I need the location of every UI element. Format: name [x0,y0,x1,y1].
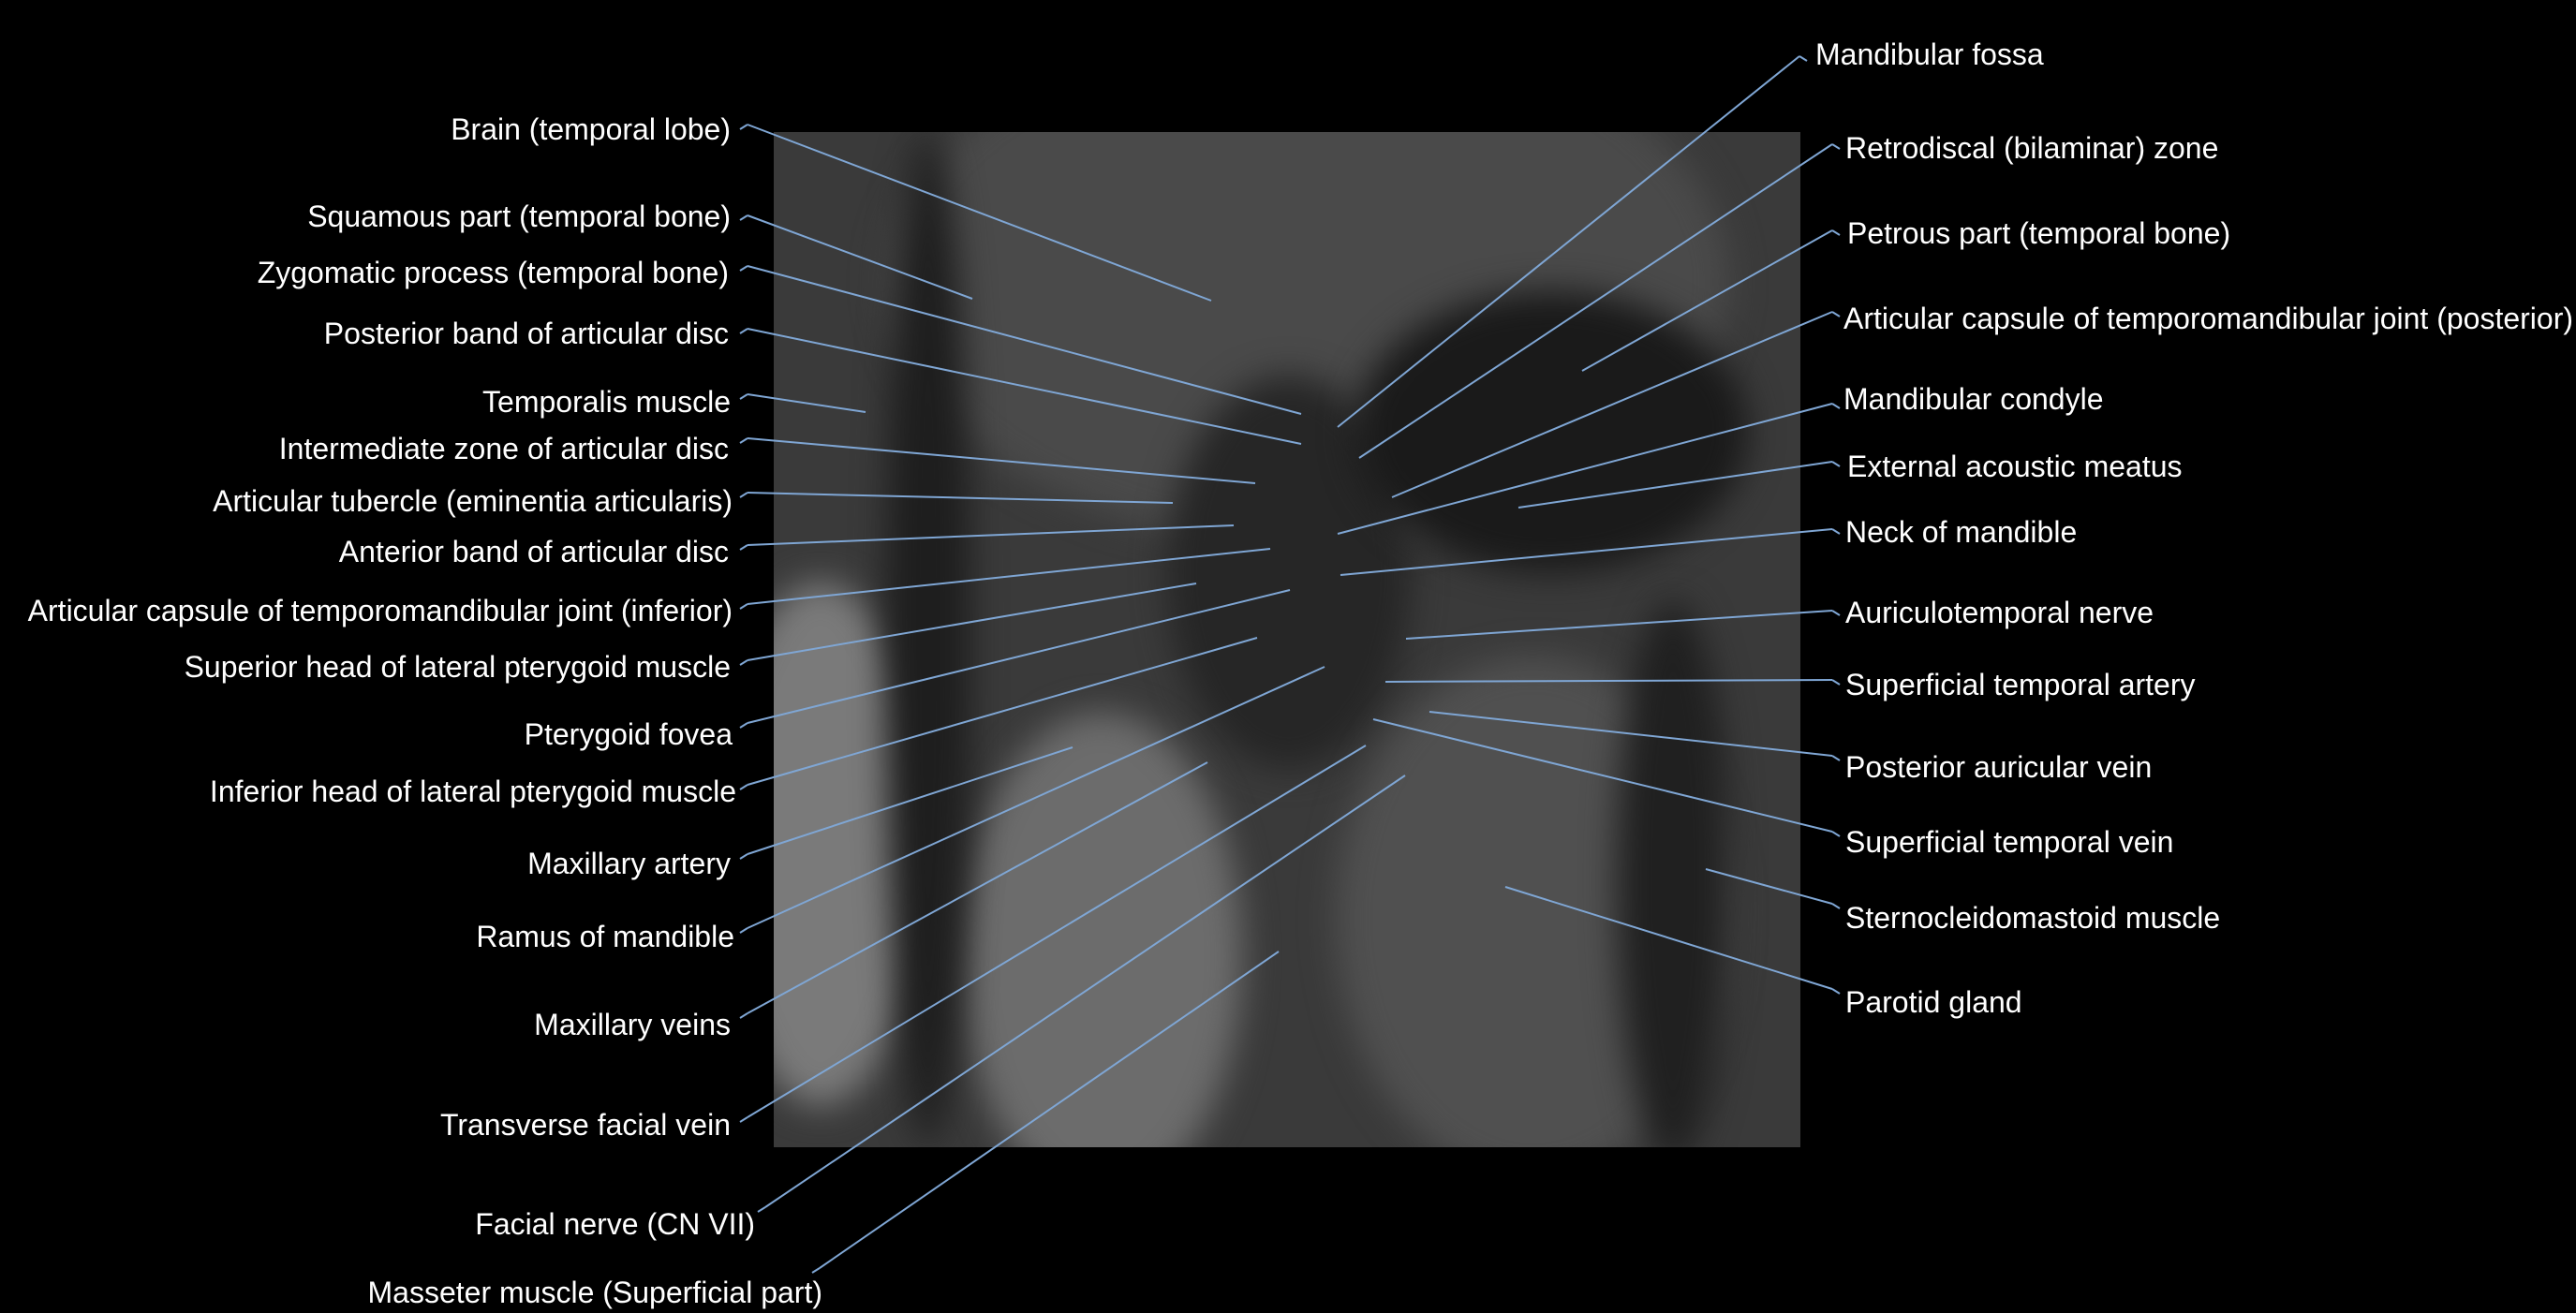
leader-line-right-10 [1372,718,1833,833]
leader-line-left-3 [747,328,1302,445]
leader-hook-left-17 [811,1267,821,1274]
label-left-6: Articular tubercle (eminentia articulari… [213,484,733,518]
leader-hook-left-1 [739,214,748,221]
leader-line-left-2 [747,265,1302,415]
leader-hook-right-2 [1831,229,1841,236]
leader-hook-right-7 [1831,610,1841,616]
leader-hook-right-12 [1831,988,1841,995]
leader-line-left-11 [747,637,1258,786]
leader-line-right-9 [1429,711,1833,757]
leader-hook-left-0 [739,124,748,130]
label-right-5: External acoustic meatus [1847,450,2183,483]
leader-hook-right-9 [1831,755,1841,761]
label-left-10: Pterygoid fovea [524,717,733,751]
label-left-13: Ramus of mandible [476,920,734,953]
label-right-0: Mandibular fossa [1815,37,2044,71]
leader-line-right-1 [1358,143,1833,459]
leader-line-right-2 [1581,229,1833,372]
leader-hook-right-3 [1831,311,1841,317]
leader-hook-left-8 [739,603,748,610]
leader-line-right-8 [1384,679,1833,683]
scm-dark-band [1617,600,1729,1147]
leader-hook-left-4 [739,393,748,400]
label-left-11: Inferior head of lateral pterygoid muscl… [209,775,736,808]
label-right-11: Sternocleidomastoid muscle [1845,901,2221,935]
label-left-12: Maxillary artery [527,847,731,880]
label-right-10: Superficial temporal vein [1845,825,2174,859]
leader-hook-right-8 [1831,679,1841,686]
leader-hook-left-11 [739,784,748,790]
leader-line-right-4 [1337,403,1833,535]
label-left-15: Transverse facial vein [439,1108,731,1142]
label-left-17: Masseter muscle (Superficial part) [367,1276,822,1309]
leader-hook-left-2 [739,265,748,272]
leader-hook-right-11 [1831,903,1841,909]
leader-hook-left-5 [739,437,748,444]
leader-line-right-0 [1337,55,1800,428]
leader-line-left-5 [747,437,1256,484]
leader-line-left-13 [747,666,1325,929]
leader-hook-right-0 [1799,55,1808,62]
leader-line-left-17 [819,951,1280,1269]
leader-hook-left-12 [739,853,748,860]
leader-line-left-16 [764,775,1406,1208]
label-right-9: Posterior auricular vein [1845,750,2153,784]
leader-hook-left-13 [739,927,748,934]
leader-hook-right-5 [1831,461,1841,467]
leader-hook-left-15 [739,1116,748,1123]
leader-line-left-15 [747,745,1367,1118]
label-left-4: Temporalis muscle [482,385,731,419]
left-dark-band [886,132,970,1147]
label-left-2: Zygomatic process (temporal bone) [257,256,729,289]
leader-hook-left-7 [739,544,748,551]
label-right-8: Superficial temporal artery [1845,668,2196,701]
label-right-3: Articular capsule of temporomandibular j… [1843,302,2574,335]
label-right-2: Petrous part (temporal bone) [1847,216,2231,250]
ramus-bright-region [961,713,1242,1147]
leader-hook-left-6 [739,492,748,498]
leader-hook-left-16 [757,1206,766,1213]
leader-hook-right-6 [1831,528,1841,535]
leader-hook-left-14 [739,1012,748,1019]
label-left-0: Brain (temporal lobe) [451,112,731,146]
leader-line-left-12 [747,746,1073,855]
label-left-8: Articular capsule of temporomandibular j… [27,594,733,627]
ear-dark-region [1355,291,1748,572]
leader-hook-right-10 [1831,831,1841,837]
leader-line-left-6 [747,492,1174,504]
leader-line-left-4 [747,393,866,413]
leader-line-right-3 [1391,311,1833,498]
leader-hook-right-1 [1831,143,1841,150]
label-left-9: Superior head of lateral pterygoid muscl… [184,650,731,684]
mri-image [774,132,1800,1147]
label-left-3: Posterior band of articular disc [323,317,729,350]
label-right-6: Neck of mandible [1845,515,2078,549]
label-right-4: Mandibular condyle [1843,382,2104,416]
leader-line-right-11 [1705,868,1833,905]
leader-line-right-6 [1340,528,1833,576]
leader-line-right-12 [1504,886,1833,990]
leader-line-left-10 [747,589,1291,724]
leader-line-left-8 [747,548,1271,605]
leader-line-left-14 [747,761,1208,1014]
label-left-5: Intermediate zone of articular disc [278,432,729,465]
leader-line-right-5 [1517,461,1833,509]
leader-line-left-7 [747,524,1235,546]
leader-hook-right-4 [1831,403,1841,409]
label-left-7: Anterior band of articular disc [338,535,729,568]
label-right-7: Auriculotemporal nerve [1845,596,2154,629]
leader-hook-left-9 [739,659,748,666]
leader-hook-left-3 [739,328,748,334]
leader-line-left-9 [747,583,1197,661]
label-right-1: Retrodiscal (bilaminar) zone [1845,131,2219,165]
leader-hook-left-10 [739,722,748,729]
label-left-14: Maxillary veins [534,1008,731,1041]
label-left-16: Facial nerve (CN VII) [475,1207,755,1241]
label-left-1: Squamous part (temporal bone) [307,199,731,233]
leader-line-left-0 [747,124,1212,302]
leader-line-right-7 [1405,610,1833,640]
label-right-12: Parotid gland [1845,985,2022,1019]
leader-line-left-1 [747,214,973,300]
